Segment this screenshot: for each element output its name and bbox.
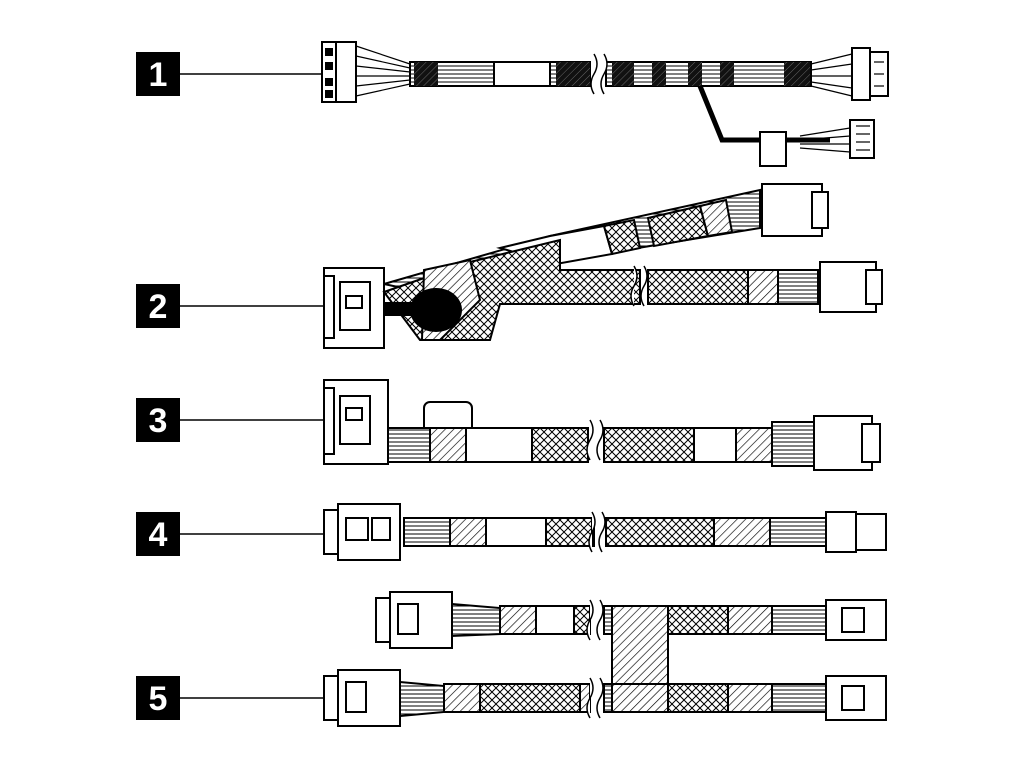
cable-5-upper-left-connector — [375, 591, 453, 649]
cable-1-branch-connector — [849, 119, 875, 159]
cable-1-right-connector — [851, 47, 889, 101]
callout-3: 3 — [136, 398, 180, 442]
callout-5: 5 — [136, 676, 180, 720]
callout-4-label: 4 — [149, 516, 168, 554]
cable-4-left-connector — [323, 503, 401, 561]
callout-3-label: 3 — [149, 402, 168, 440]
callout-4: 4 — [136, 512, 180, 556]
cable-3-right-connector — [813, 415, 881, 471]
cable-5-upper-right-connector — [825, 599, 887, 641]
callout-1-label: 1 — [149, 56, 168, 94]
cable-1-left-connector — [321, 41, 357, 103]
cable-2: 2 — [136, 183, 883, 349]
callout-2-label: 2 — [149, 288, 168, 326]
cable-3: 3 — [136, 379, 881, 471]
cable-1: 1 — [136, 41, 889, 167]
callout-5-label: 5 — [149, 680, 168, 718]
cable-4-right-connector — [825, 511, 887, 553]
callout-2: 2 — [136, 284, 180, 328]
cable-2-right-connector — [819, 261, 883, 313]
callout-1: 1 — [136, 52, 180, 96]
cable-2-left-connector — [323, 267, 385, 349]
cable-4: 4 — [136, 503, 887, 561]
cable-5: 5 — [136, 591, 887, 727]
cable-3-left-connector — [323, 379, 389, 465]
cable-5-lower-left-connector — [323, 669, 401, 727]
cable-5-lower-right-connector — [825, 675, 887, 721]
